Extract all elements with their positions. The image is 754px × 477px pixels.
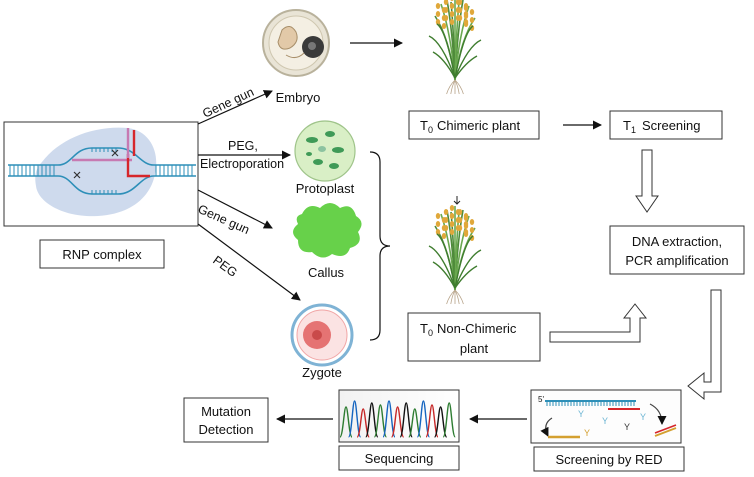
grouping-bracket — [369, 151, 391, 341]
svg-text:Y: Y — [584, 428, 590, 438]
t0-non-chimeric-line2: plant — [460, 341, 489, 356]
mutation-detection-line1: Mutation — [201, 404, 251, 419]
electroporation-label: Electroporation — [200, 157, 284, 171]
peg-label-2: PEG — [210, 253, 240, 280]
screening-red-box: Screening by RED — [533, 446, 685, 472]
zygote-illustration — [290, 303, 354, 367]
callus-illustration — [293, 203, 362, 258]
mutation-detection-box: Mutation Detection — [183, 397, 269, 443]
sequencing-box: Sequencing — [338, 445, 460, 471]
t1-to-dna-arrow — [635, 149, 659, 213]
rnp-complex-illustration — [3, 121, 199, 227]
sequencing-label: Sequencing — [365, 451, 434, 466]
svg-text:Y: Y — [640, 412, 646, 422]
gene-gun-label-1: Gene gun — [200, 85, 256, 121]
dna-extraction-line1: DNA extraction, — [632, 234, 722, 249]
svg-text:Y: Y — [578, 409, 584, 419]
rice-plant-non-chimeric — [428, 196, 482, 305]
protoplast-label: Protoplast — [296, 181, 355, 196]
embryo-label: Embryo — [276, 90, 321, 105]
sequencing-chromatogram — [338, 389, 460, 443]
dna-to-red-arrow — [687, 289, 722, 401]
callus-label: Callus — [308, 265, 345, 280]
zygote-label: Zygote — [302, 365, 342, 380]
gene-gun-label-2: Gene gun — [196, 202, 252, 237]
delivery-arrows — [197, 90, 301, 301]
dna-extraction-line2: PCR amplification — [625, 253, 728, 268]
rnp-complex-label: RNP complex — [62, 247, 142, 262]
mutation-detection-line2: Detection — [199, 422, 254, 437]
svg-text:Y: Y — [624, 422, 630, 432]
peg-label-1: PEG, — [228, 139, 258, 153]
five-prime-label: 5' — [538, 395, 544, 404]
embryo-illustration — [262, 9, 330, 77]
rice-plant-chimeric — [428, 0, 482, 95]
svg-text:Y: Y — [602, 416, 608, 426]
protoplast-illustration — [294, 120, 356, 182]
rnp-complex-box: RNP complex — [39, 239, 165, 269]
screening-red-label: Screening by RED — [556, 452, 663, 467]
non-chimeric-to-dna-arrow — [549, 303, 648, 343]
dna-extraction-box: DNA extraction, PCR amplification — [609, 225, 745, 275]
red-screening-illustration: 5' Y Y Y Y Y — [530, 389, 682, 444]
